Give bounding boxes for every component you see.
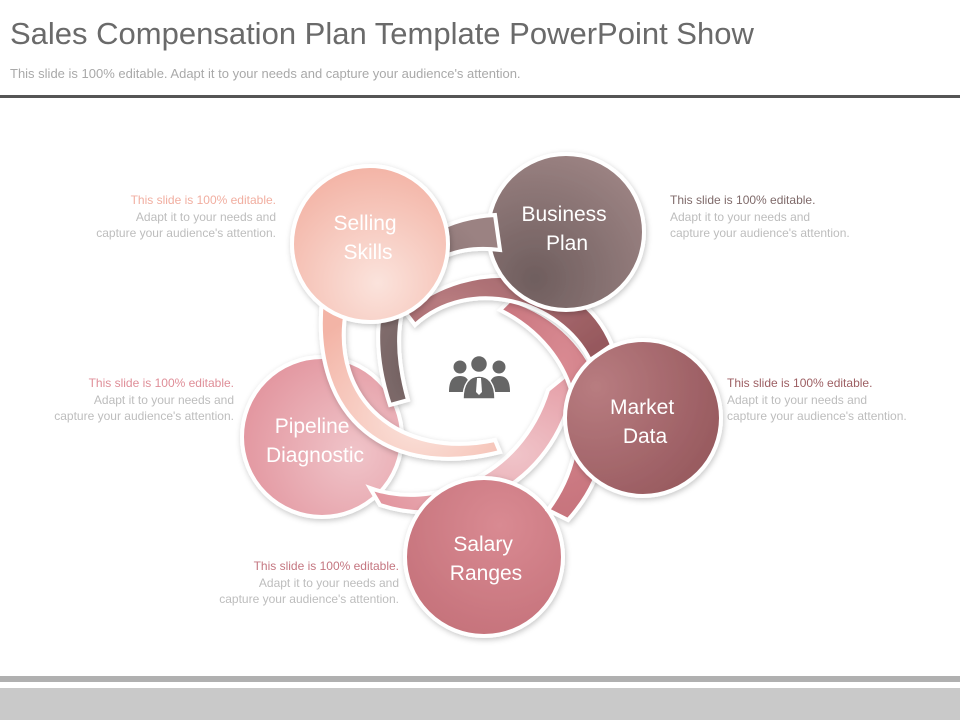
description-market-data-body: Adapt it to your needs and capture your … <box>727 392 907 424</box>
petal-market-data-label: Market Data <box>610 396 680 448</box>
description-pipeline-diagnostic: This slide is 100% editable. Adapt it to… <box>54 375 234 425</box>
description-market-data: This slide is 100% editable. Adapt it to… <box>727 375 907 425</box>
footer-divider <box>0 676 960 682</box>
description-selling-skills: This slide is 100% editable. Adapt it to… <box>96 192 276 242</box>
petal-selling-skills-tail <box>318 297 503 461</box>
description-business-plan-heading: This slide is 100% editable. <box>670 193 816 207</box>
description-pipeline-diagnostic-heading: This slide is 100% editable. <box>88 376 234 390</box>
description-salary-ranges: This slide is 100% editable. Adapt it to… <box>219 558 399 608</box>
description-pipeline-diagnostic-body: Adapt it to your needs and capture your … <box>54 392 234 424</box>
description-business-plan: This slide is 100% editable. Adapt it to… <box>670 192 850 242</box>
petal-selling-skills-circle <box>290 164 450 324</box>
description-selling-skills-body: Adapt it to your needs and capture your … <box>96 209 276 241</box>
petal-selling-skills-label: Selling Skills <box>334 212 403 264</box>
petal-salary-ranges-label: Salary Ranges <box>450 533 522 585</box>
petal-market-data-circle <box>563 338 723 498</box>
page-title: Sales Compensation Plan Template PowerPo… <box>10 16 754 51</box>
petal-salary-ranges-circle <box>403 476 565 638</box>
header-divider <box>0 95 960 98</box>
page-subtitle: This slide is 100% editable. Adapt it to… <box>10 66 521 81</box>
team-people-icon <box>449 354 510 400</box>
petal-pipeline-diagnostic-label: Pipeline Diagnostic <box>266 415 364 467</box>
description-market-data-heading: This slide is 100% editable. <box>727 376 873 390</box>
description-selling-skills-heading: This slide is 100% editable. <box>130 193 276 207</box>
footer-bar <box>0 688 960 720</box>
description-salary-ranges-body: Adapt it to your needs and capture your … <box>219 575 399 607</box>
petal-selling-skills[interactable] <box>290 164 503 461</box>
description-salary-ranges-heading: This slide is 100% editable. <box>253 559 399 573</box>
description-business-plan-body: Adapt it to your needs and capture your … <box>670 209 850 241</box>
petal-business-plan-label: Business Plan <box>521 203 612 255</box>
